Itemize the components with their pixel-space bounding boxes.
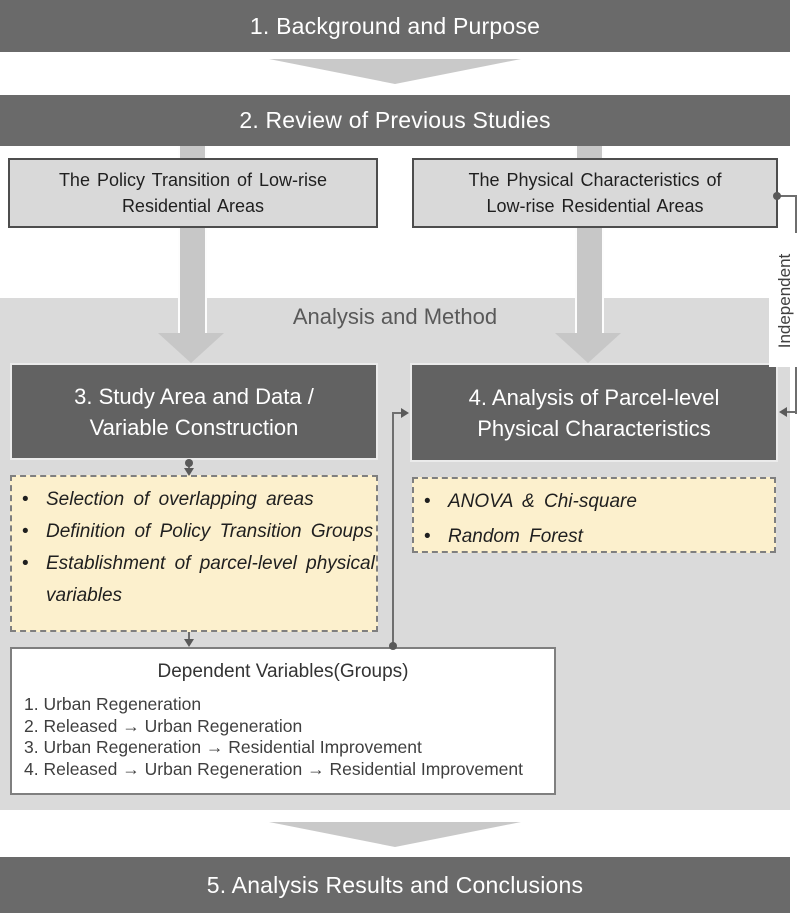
section2-title: 2. Review of Previous Studies (239, 107, 551, 133)
method-box-4-text: 4. Analysis of Parcel-level Physical Cha… (469, 382, 720, 444)
connector-line (392, 412, 402, 414)
dependent-variables-box: Dependent Variables(Groups) 1. Urban Reg… (10, 647, 556, 795)
dependent-variable-item: 1. Urban Regeneration (24, 694, 202, 714)
dependent-variable-item: 3. Urban Regeneration → Residential Impr… (24, 737, 422, 757)
dependent-variables-title: Dependent Variables(Groups) (157, 661, 409, 682)
bullet-item: Establishment of parcel-level physical v… (12, 548, 376, 612)
method-box-3-text: 3. Study Area and Data / Variable Constr… (74, 381, 314, 443)
review-box-policy-transition: The Policy Transition of Low-rise Reside… (8, 158, 378, 228)
method-box-3: 3. Study Area and Data / Variable Constr… (10, 363, 378, 460)
section1-bar: 1. Background and Purpose (0, 0, 790, 52)
bullet-list: Selection of overlapping areas Definitio… (12, 484, 376, 612)
text-line: The Policy Transition of Low-rise (58, 170, 328, 190)
bullet-item: Selection of overlapping areas (12, 484, 376, 516)
bullets-box-left: Selection of overlapping areas Definitio… (10, 475, 378, 632)
text-line: 4. Analysis of Parcel-level (468, 384, 720, 410)
text-line: Physical Characteristics (477, 415, 711, 441)
review-box-physical-characteristics: The Physical Characteristics of Low-rise… (412, 158, 778, 228)
method-box-4: 4. Analysis of Parcel-level Physical Cha… (410, 363, 778, 462)
connector-line (188, 632, 190, 640)
text-line: 3. Study Area and Data / (74, 383, 314, 409)
analysis-panel-title: Analysis and Method (292, 304, 498, 329)
section5-bar: 5. Analysis Results and Conclusions (0, 857, 790, 913)
down-triangle-arrow-bottom (269, 822, 521, 847)
down-triangle-arrow-top (269, 59, 521, 84)
dependent-variable-item: 2. Released → Urban Regeneration (24, 715, 303, 736)
flow-arrow-head-right (555, 333, 621, 363)
arrow-head-down (184, 639, 194, 647)
bullet-item: ANOVA & Chi-square (414, 484, 774, 519)
arrow-head-down (184, 468, 194, 476)
section2-bar: 2. Review of Previous Studies (0, 95, 790, 146)
section5-title: 5. Analysis Results and Conclusions (206, 871, 584, 898)
connector-dot-dependent-box (389, 642, 397, 650)
arrow-head-into-box4-left (401, 408, 409, 418)
text-line: The Physical Characteristics of (468, 170, 722, 190)
text-line: Residential Areas (121, 196, 265, 216)
connector-dot-right (773, 192, 781, 200)
bullet-item: Definition of Policy Transition Groups (12, 516, 376, 548)
independent-label-background (769, 233, 800, 367)
connector-line (786, 411, 797, 413)
section1-title: 1. Background and Purpose (249, 12, 541, 39)
dependent-variable-item: 4. Released → Urban Regeneration → Resid… (24, 758, 524, 779)
connector-dot (185, 459, 193, 467)
bullets-box-right: ANOVA & Chi-square Random Forest (412, 477, 776, 554)
connector-line (779, 195, 797, 197)
independent-label: Independent (775, 253, 794, 349)
review-box-physical-characteristics-text: The Physical Characteristics of Low-rise… (468, 167, 721, 219)
text-line: Low-rise Residential Areas (486, 196, 704, 216)
bullet-list: ANOVA & Chi-square Random Forest (414, 484, 774, 554)
bullet-item: Random Forest (414, 519, 774, 554)
connector-line (392, 412, 394, 646)
review-box-policy-transition-text: The Policy Transition of Low-rise Reside… (59, 167, 327, 219)
arrow-head-into-box4-right (779, 407, 787, 417)
text-line: Variable Construction (89, 414, 299, 440)
dependent-variables-list: 1. Urban Regeneration 2. Released → Urba… (12, 694, 554, 780)
flow-arrow-head-left (158, 333, 224, 363)
